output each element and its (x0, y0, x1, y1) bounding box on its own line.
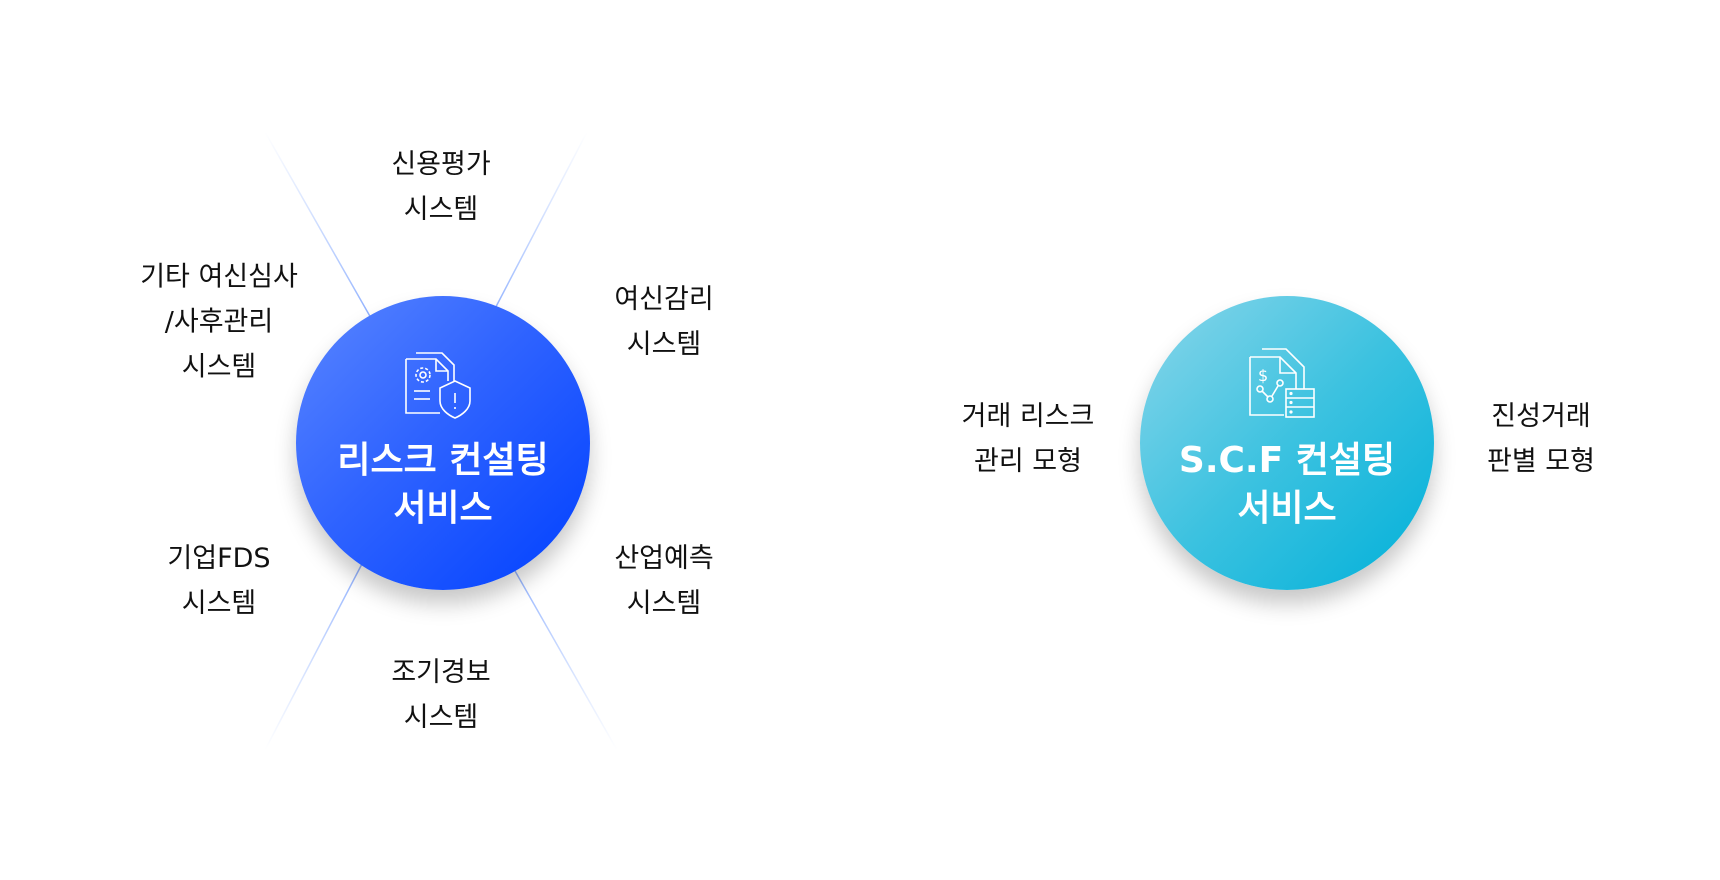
label-line: 시스템 (626, 329, 702, 360)
label-line: 진성거래 (1491, 401, 1591, 432)
genuine-transaction-model-label: 진성거래 판별 모형 (1487, 394, 1595, 484)
document-gear-shield-icon (405, 352, 471, 419)
label-line: 시스템 (626, 588, 702, 619)
risk-hub-title-line1: 리스크 컨설팅 (337, 440, 549, 481)
label-line: 거래 리스크 (961, 401, 1095, 432)
corporate-fds-system-label: 기업FDS 시스템 (167, 536, 270, 626)
label-line: 조기경보 (391, 657, 491, 688)
loan-audit-system-label: 여신감리 시스템 (614, 277, 713, 367)
transaction-risk-model-label: 거래 리스크 관리 모형 (962, 394, 1095, 484)
document-dollar-database-icon: $ (1249, 348, 1315, 418)
svg-text:$: $ (1258, 366, 1268, 385)
scf-consulting-hub: $ S.C.F 컨설팅 서비스 (1140, 296, 1434, 590)
label-line: /사후관리 (164, 306, 274, 338)
label-line: 여신감리 (614, 284, 714, 315)
label-line: 시스템 (181, 588, 257, 619)
label-line: 시스템 (181, 351, 257, 383)
label-line: 기업FDS (167, 543, 271, 574)
early-warning-system-label: 조기경보 시스템 (391, 650, 490, 740)
label-line: 관리 모형 (974, 446, 1082, 477)
industry-forecast-system-label: 산업예측 시스템 (614, 536, 713, 626)
scf-hub-title-line1: S.C.F 컨설팅 (1178, 440, 1396, 481)
label-line: 기타 여신심사 (140, 261, 298, 293)
other-loan-review-system-label: 기타 여신심사 /사후관리 시스템 (140, 255, 298, 390)
scf-hub-title-line2: 서비스 (1237, 488, 1337, 529)
label-line: 산업예측 (614, 543, 714, 574)
risk-hub-title-line2: 서비스 (393, 488, 493, 529)
label-line: 시스템 (403, 702, 479, 733)
label-line: 신용평가 (391, 149, 491, 180)
label-line: 판별 모형 (1487, 446, 1595, 477)
risk-consulting-hub: 리스크 컨설팅 서비스 (296, 296, 590, 590)
credit-rating-system-label: 신용평가 시스템 (391, 142, 490, 232)
label-line: 시스템 (403, 194, 479, 225)
